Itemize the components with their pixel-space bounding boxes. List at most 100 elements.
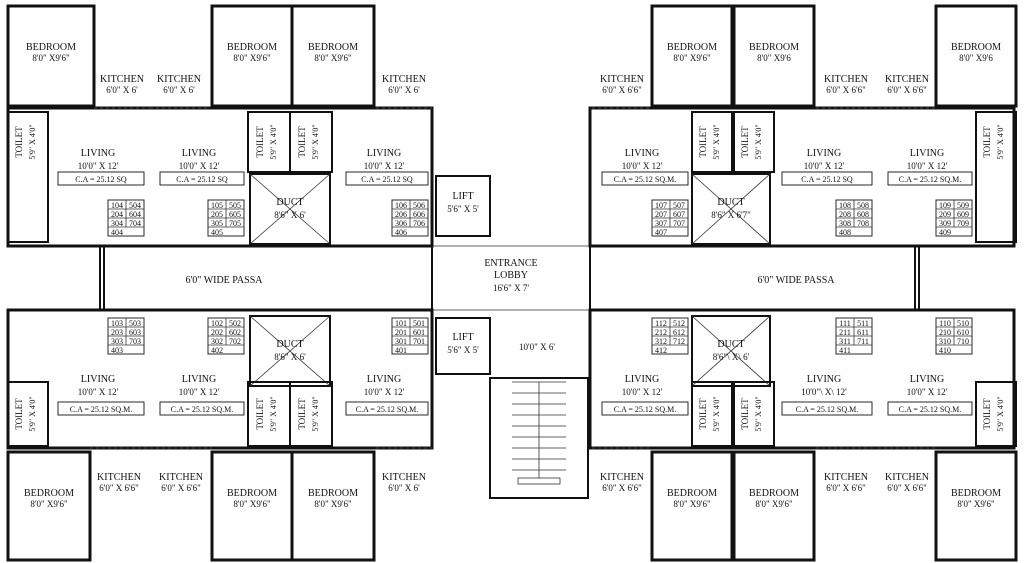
flat-number: 207	[655, 210, 667, 219]
kitchen-label: KITCHEN	[382, 472, 426, 483]
flat-number: 411	[839, 346, 851, 355]
toilet-3	[289, 111, 333, 173]
toilet-label: TOILET	[740, 126, 750, 158]
bedroom-label: BEDROOM	[227, 42, 277, 53]
lift-bottom-label: LIFT	[452, 332, 473, 343]
kitchen-dim: 6'0" X 6'6"	[887, 85, 927, 95]
toilet-label: TOILET	[982, 126, 992, 158]
toilet-dim: 5'9" X 4'0"	[712, 124, 721, 159]
flat-number: 606	[413, 210, 425, 219]
duct-1	[249, 173, 331, 245]
flat-number: 101	[395, 319, 407, 328]
living-label: LIVING	[81, 374, 115, 385]
lift-top	[435, 175, 491, 237]
carpet-area-label: C.A = 25.12 SQ.M.	[899, 405, 962, 414]
flat-number: 704	[129, 219, 141, 228]
flat-number: 505	[229, 201, 241, 210]
flat-number: 307	[655, 219, 667, 228]
living-label: LIVING	[182, 374, 216, 385]
kitchen-dim: 6'0" X 6'6"	[99, 483, 139, 493]
flat-number: 106	[395, 201, 407, 210]
duct-label: DUCT	[276, 197, 303, 208]
flat-number: 209	[939, 210, 951, 219]
flat-number: 512	[673, 319, 685, 328]
kitchen-dim: 6'0" X 6'6"	[602, 483, 642, 493]
living-label: LIVING	[910, 148, 944, 159]
flat-number: 611	[857, 328, 869, 337]
bedroom-12	[934, 450, 1018, 562]
flat-number: 503	[129, 319, 141, 328]
passage-left-label: 6'0" WIDE PASSA	[185, 275, 263, 286]
toilet-5	[733, 111, 775, 173]
flat-number: 210	[939, 328, 951, 337]
carpet-area-box	[159, 171, 245, 186]
flat-number: 311	[839, 337, 851, 346]
toilet-dim: 5'9" X 4'0"	[269, 396, 278, 431]
duct-cross	[691, 315, 771, 387]
flat-number: 507	[673, 201, 685, 210]
toilet-dim: 5'9" X 4'0"	[28, 124, 37, 159]
carpet-area-label: C.A = 25.12 SQ.M.	[899, 175, 962, 184]
kitchen-label: KITCHEN	[885, 472, 929, 483]
carpet-area-box	[345, 401, 429, 416]
flat-number: 608	[857, 210, 869, 219]
flat-number: 305	[211, 219, 223, 228]
living-dim: 10'0" X 12'	[804, 161, 845, 171]
kitchen-dim: 6'0" X 6'	[163, 85, 195, 95]
bedroom-label: BEDROOM	[227, 488, 277, 499]
carpet-area-box	[601, 171, 689, 186]
flat-number: 301	[395, 337, 407, 346]
kitchen-dim: 6'0" X 6'6"	[602, 85, 642, 95]
flat-number: 211	[839, 328, 851, 337]
duct-dim: 8'6"\ X\ 6'	[713, 352, 750, 362]
flat-number: 204	[111, 210, 123, 219]
living-label: LIVING	[807, 148, 841, 159]
living-dim: 10'0" X 12'	[907, 161, 948, 171]
toilet-4	[691, 111, 733, 173]
toilet-dim: 5'9" X 4'0"	[754, 396, 763, 431]
flat-number: 605	[229, 210, 241, 219]
bedroom-label: BEDROOM	[749, 42, 799, 53]
flat-number: 112	[655, 319, 667, 328]
toilet-label: TOILET	[255, 398, 265, 430]
kitchen-label: KITCHEN	[157, 74, 201, 85]
bedroom-label: BEDROOM	[26, 42, 76, 53]
flat-number: 408	[839, 228, 851, 237]
flat-number: 510	[957, 319, 969, 328]
kitchen-dim: 6'0" X 6'	[388, 483, 420, 493]
duct-cross	[249, 315, 331, 387]
bedroom-label: BEDROOM	[667, 42, 717, 53]
duct-cross	[249, 173, 331, 245]
kitchen-label: KITCHEN	[600, 74, 644, 85]
bedroom-6	[934, 4, 1018, 108]
bedroom-label: BEDROOM	[24, 488, 74, 499]
kitchen-label: KITCHEN	[97, 472, 141, 483]
flat-number: 303	[111, 337, 123, 346]
toilet-dim: 5'9" X 4'0"	[311, 124, 320, 159]
flat-number: 302	[211, 337, 223, 346]
flat-number: 409	[939, 228, 951, 237]
flat-number: 412	[655, 346, 667, 355]
flat-number: 110	[939, 319, 951, 328]
flat-number: 601	[413, 328, 425, 337]
carpet-area-box	[781, 401, 873, 416]
lobby-label-top: ENTRANCE	[484, 258, 537, 269]
flat-number: 509	[957, 201, 969, 210]
flat-number: 610	[957, 328, 969, 337]
bedroom-dim: 8'0" X9'6"	[30, 499, 68, 509]
flat-number: 712	[673, 337, 685, 346]
flat-number: 111	[839, 319, 850, 328]
toilet-dim: 5'9" X 4'0"	[311, 396, 320, 431]
toilet-label: TOILET	[698, 398, 708, 430]
carpet-area-label: C.A = 25.12 SQ.M.	[614, 405, 677, 414]
bedroom-dim: 8'0" X9'6"	[233, 53, 271, 63]
flat-number: 308	[839, 219, 851, 228]
kitchen-dim: 6'0" X 6'	[106, 85, 138, 95]
flat-number: 203	[111, 328, 123, 337]
flat-number: 212	[655, 328, 667, 337]
bedroom-9	[290, 450, 376, 562]
living-label: LIVING	[807, 374, 841, 385]
carpet-area-label: C.A = 25.12 SQ.M.	[70, 405, 133, 414]
